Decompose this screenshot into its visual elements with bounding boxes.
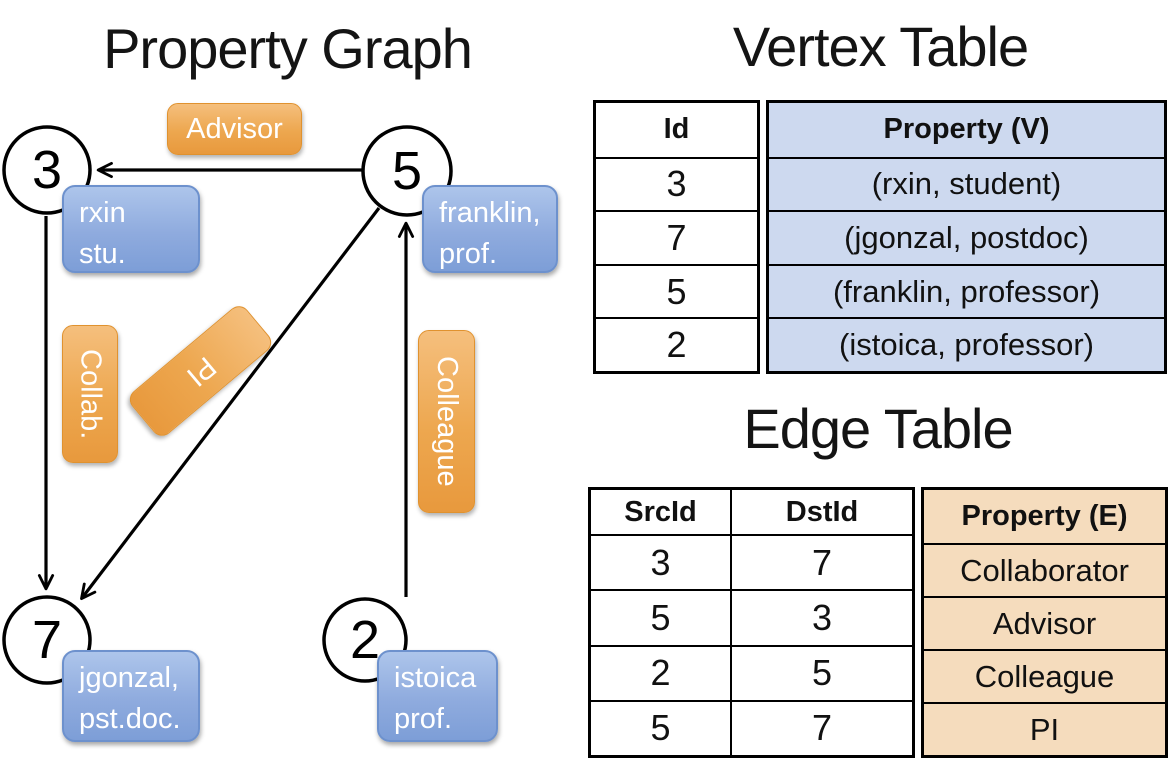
property-graph-title: Property Graph xyxy=(103,17,473,80)
table-cell-srcid: 5 xyxy=(591,589,730,644)
edge-table: SrcId DstId 3 7 5 3 2 5 5 7 Property (E)… xyxy=(588,487,1168,758)
vertex-property-box-3: rxin stu. xyxy=(62,185,200,273)
table-cell-id: 3 xyxy=(596,156,757,211)
vertex-property-line: rxin xyxy=(79,197,126,229)
column-header-id: Id xyxy=(663,113,690,146)
edge-table-property-column: Property (E) Collaborator Advisor Collea… xyxy=(921,487,1168,758)
column-header-property-v: Property (V) xyxy=(769,103,1164,157)
table-cell-id: 7 xyxy=(596,210,757,264)
column-header-property-e: Property (E) xyxy=(924,490,1165,543)
edge-pi-5-to-7 xyxy=(80,207,381,601)
vertex-property-line: jgonzal, xyxy=(79,662,179,694)
table-cell-srcid: 3 xyxy=(591,534,730,589)
vertex-table-title: Vertex Table xyxy=(732,15,1029,78)
vertex-id-2: 2 xyxy=(349,610,381,670)
vertex-property-box-7: jgonzal, pst.doc. xyxy=(62,650,200,742)
table-cell-srcid: 5 xyxy=(591,699,730,755)
vertex-property-box-5: franklin, prof. xyxy=(422,185,558,273)
table-cell-id: 2 xyxy=(596,317,757,371)
edge-label-collab: Collab. xyxy=(62,325,118,463)
vertex-property-line: franklin, xyxy=(439,197,541,229)
table-cell-property: (franklin, professor) xyxy=(769,263,1164,318)
vertex-property-box-2: istoica prof. xyxy=(377,650,498,742)
table-cell-srcid: 2 xyxy=(591,644,730,700)
vertex-table-id-column: Id 3 7 5 2 xyxy=(593,100,760,374)
table-cell-property: Advisor xyxy=(924,596,1165,649)
edge-table-id-columns: SrcId DstId 3 7 5 3 2 5 5 7 xyxy=(588,487,915,758)
vertex-table: Id 3 7 5 2 Property (V) (rxin, student) … xyxy=(593,100,1167,374)
edge-label-advisor: Advisor xyxy=(167,103,302,155)
table-cell-property: (rxin, student) xyxy=(769,156,1164,211)
edge-label-colleague: Colleague xyxy=(418,330,475,513)
vertex-id-3: 3 xyxy=(31,140,63,200)
vertex-table-property-column: Property (V) (rxin, student) (jgonzal, p… xyxy=(766,100,1167,374)
table-cell-dstid: 5 xyxy=(730,644,912,700)
vertex-property-line: pst.doc. xyxy=(79,703,181,735)
table-cell-dstid: 7 xyxy=(730,699,912,755)
table-cell-id: 5 xyxy=(596,263,757,318)
vertex-id-7: 7 xyxy=(31,610,63,670)
column-header-dstid: DstId xyxy=(730,490,912,535)
vertex-id-5: 5 xyxy=(391,141,423,201)
table-cell-dstid: 3 xyxy=(730,589,912,645)
table-cell-property: Collaborator xyxy=(924,543,1165,596)
table-cell-property: PI xyxy=(924,702,1165,755)
vertex-property-line: stu. xyxy=(79,238,126,270)
table-cell-dstid: 7 xyxy=(730,534,912,590)
edge-table-title: Edge Table xyxy=(743,397,1013,460)
table-cell-property: (jgonzal, postdoc) xyxy=(769,210,1164,264)
table-cell-property: Colleague xyxy=(924,649,1165,702)
vertex-property-line: istoica xyxy=(394,662,477,694)
column-header-srcid: SrcId xyxy=(624,495,697,528)
vertex-property-line: prof. xyxy=(439,238,498,270)
table-cell-property: (istoica, professor) xyxy=(769,317,1164,371)
vertex-property-line: prof. xyxy=(394,703,453,735)
